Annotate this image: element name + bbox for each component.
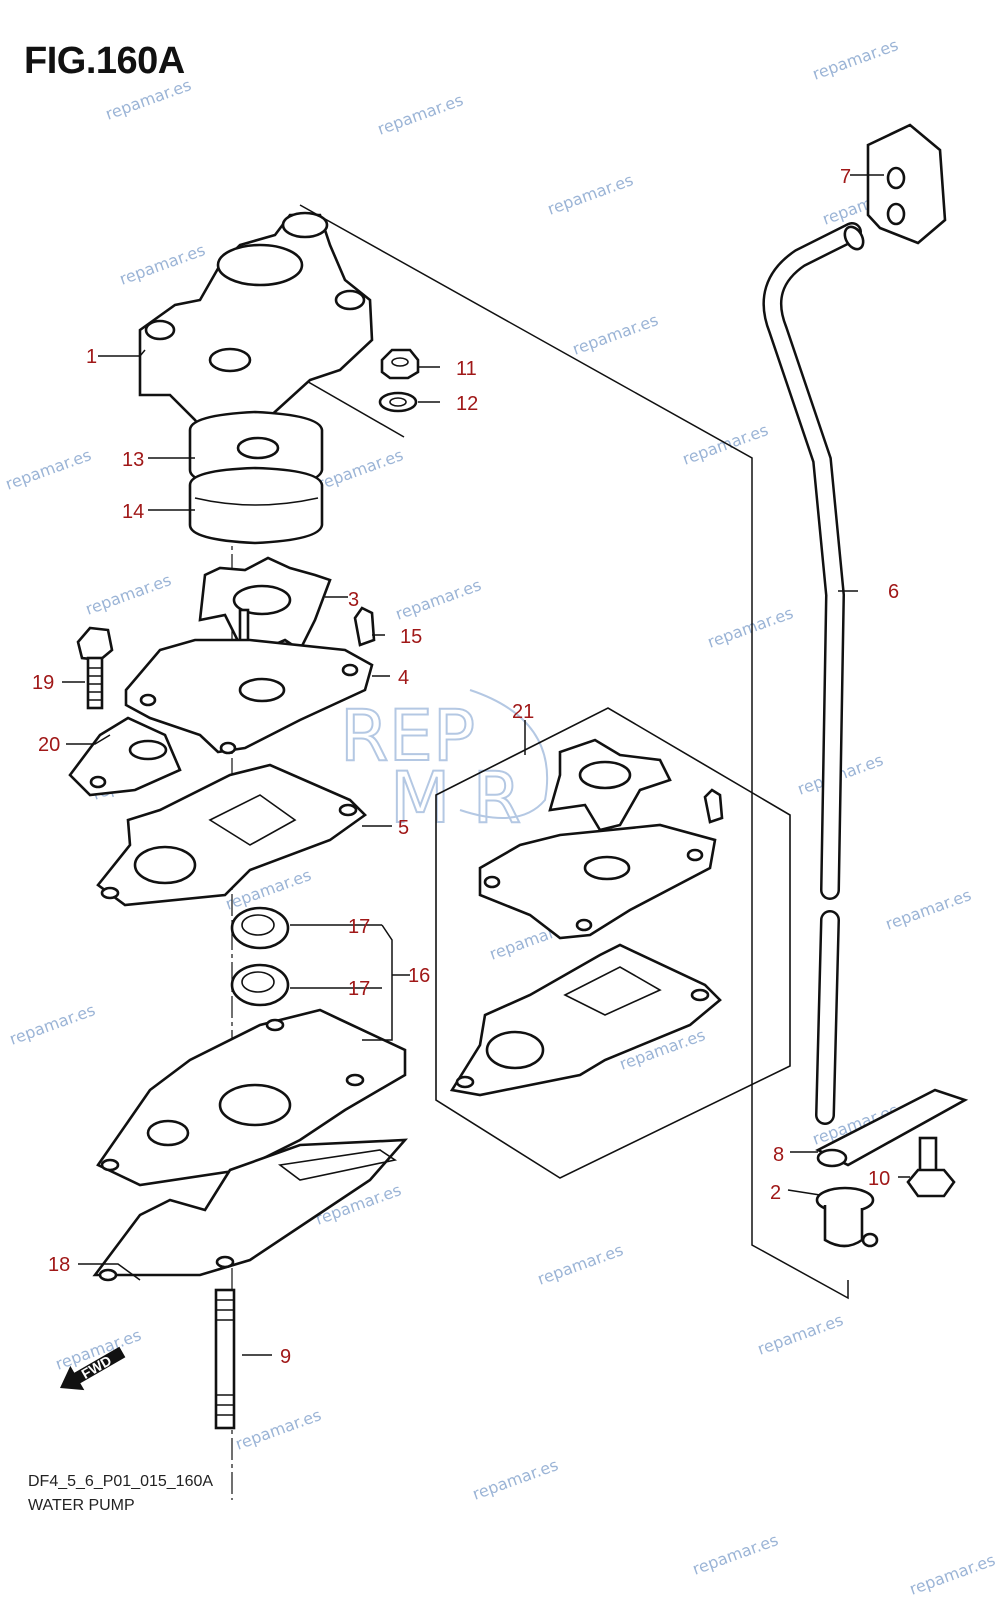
- impeller-housing-liner: [188, 466, 324, 545]
- watermark-text: repamar.es: [535, 1240, 626, 1289]
- callout-17-upper: 17: [348, 916, 370, 938]
- gasket-18: [92, 1138, 408, 1282]
- callout-11: 11: [456, 358, 477, 380]
- callout-13: 13: [122, 449, 144, 471]
- callout-4: 4: [398, 667, 409, 689]
- callout-17-lower: 17: [348, 978, 370, 1000]
- watermark-text: repamar.es: [7, 1000, 98, 1049]
- nut-11: [380, 348, 420, 380]
- leader-lines: [62, 174, 910, 1356]
- callout-10: 10: [868, 1168, 890, 1190]
- watermark-text: repamar.es: [690, 1530, 781, 1579]
- watermark-text: repamar.es: [117, 240, 208, 289]
- watermark-text: repamar.es: [3, 445, 94, 494]
- figure-title: FIG.160A: [24, 40, 185, 82]
- repamar-logo: REP M R: [339, 689, 549, 840]
- callout-19: 19: [32, 672, 54, 694]
- watermark-text: repamar.es: [755, 1310, 846, 1359]
- oil-seal-upper: [230, 906, 290, 950]
- gasket-5: [96, 763, 368, 907]
- callout-18: 18: [48, 1254, 70, 1276]
- grommet-7: [866, 123, 947, 245]
- callout-8: 8: [773, 1144, 784, 1166]
- callout-labels: 1 2 3 4 5 6 7 8 9 10 11 12 13 14 15 16 1…: [32, 166, 899, 1368]
- callout-6: 6: [888, 581, 899, 603]
- watermark-text: repamar.es: [393, 575, 484, 624]
- callout-21: 21: [512, 701, 534, 723]
- callout-16: 16: [408, 965, 430, 987]
- assembly-bracket-line: [299, 204, 849, 1300]
- stiffener-plate: [68, 716, 182, 797]
- watermark-text: repamar.es: [570, 310, 661, 359]
- pump-case: [138, 211, 374, 442]
- callout-15: 15: [400, 626, 422, 648]
- watermark-text: repamar.es: [810, 35, 901, 84]
- watermark-text: repamar.es: [233, 1405, 324, 1454]
- grommet-2: [815, 1186, 879, 1248]
- bolt-19: [76, 626, 114, 710]
- repair-kit-group: [435, 707, 791, 1179]
- callout-2: 2: [770, 1182, 781, 1204]
- callout-14: 14: [122, 501, 144, 523]
- watermark-text: repamar.es: [83, 570, 174, 619]
- impeller-plate: [124, 638, 374, 755]
- watermark-text: repamar.es: [705, 603, 796, 652]
- watermark-text: repamar.es: [470, 1455, 561, 1504]
- footer: DF4_5_6_P01_015_160A WATER PUMP: [28, 1470, 213, 1518]
- callout-9: 9: [280, 1346, 291, 1368]
- logo-text-top: REP: [340, 695, 475, 777]
- watermark-text: repamar.es: [375, 90, 466, 139]
- oil-seal-lower: [230, 963, 290, 1007]
- callout-20: 20: [38, 734, 60, 756]
- watermark-text: repamar.es: [545, 170, 636, 219]
- callout-3: 3: [348, 589, 359, 611]
- diagram-name: WATER PUMP: [28, 1497, 135, 1514]
- impeller: [198, 556, 332, 652]
- diagram-code: DF4_5_6_P01_015_160A: [28, 1473, 214, 1490]
- stud-bolt: [214, 1288, 236, 1430]
- impeller-key: [353, 606, 376, 647]
- watermark-text: repamar.es: [883, 885, 974, 934]
- logo-text-bottom: M R: [390, 757, 521, 839]
- watermark-text: repamar.es: [680, 420, 771, 469]
- callout-7: 7: [840, 166, 851, 188]
- callout-12: 12: [456, 393, 478, 415]
- watermark-text: repamar.es: [315, 445, 406, 494]
- watermark-text: repamar.es: [103, 75, 194, 124]
- water-tube: [762, 222, 865, 1125]
- washer-12: [378, 391, 418, 413]
- callout-1: 1: [86, 346, 97, 368]
- bolt-10: [906, 1136, 956, 1198]
- watermark-text: repamar.es: [907, 1550, 998, 1599]
- tube-clamp: [815, 1088, 969, 1168]
- callout-5: 5: [398, 817, 409, 839]
